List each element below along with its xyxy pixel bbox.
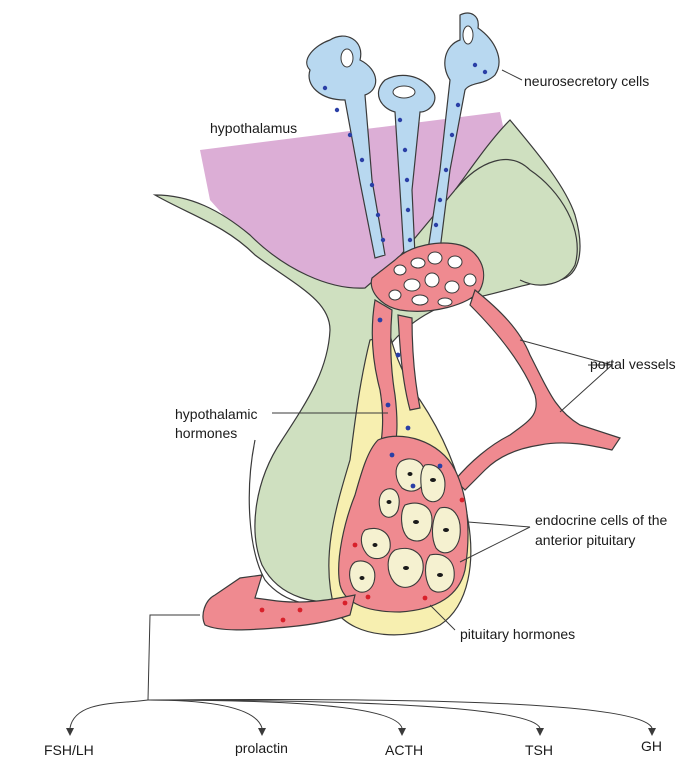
output-label-gh: GH xyxy=(641,738,662,755)
output-label-prolactin: prolactin xyxy=(235,740,288,757)
output-label-fsh-lh: FSH/LH xyxy=(44,742,94,759)
branch-prolactin xyxy=(148,700,262,728)
leader-neurosecretory xyxy=(502,70,522,80)
output-label-acth: ACTH xyxy=(385,742,423,759)
portal-vessel-right xyxy=(455,290,620,490)
arrow-acth xyxy=(398,728,406,736)
label-endocrine-cells-1: endocrine cells of the xyxy=(535,512,667,529)
label-hypothalamus: hypothalamus xyxy=(210,120,297,137)
branch-acth xyxy=(148,700,402,728)
output-arrowheads xyxy=(66,728,656,736)
output-label-tsh: TSH xyxy=(525,742,553,759)
leader-endocrine-1 xyxy=(468,522,530,527)
arrow-gh xyxy=(648,728,656,736)
branch-gh xyxy=(148,699,652,728)
label-endocrine-cells-2: anterior pituitary xyxy=(535,532,635,549)
label-portal-vessels: portal vessels xyxy=(590,356,676,373)
arrow-prolactin xyxy=(258,728,266,736)
output-stem xyxy=(148,615,200,700)
label-hypothalamic-hormones-1: hypothalamic xyxy=(175,406,258,423)
arrow-tsh xyxy=(536,728,544,736)
arrow-fsh-lh xyxy=(66,728,74,736)
label-pituitary-hormones: pituitary hormones xyxy=(460,626,575,643)
label-neurosecretory-cells: neurosecretory cells xyxy=(524,73,649,90)
label-hypothalamic-hormones-2: hormones xyxy=(175,425,237,442)
branch-tsh xyxy=(148,700,540,728)
branch-fsh-lh xyxy=(70,700,148,728)
